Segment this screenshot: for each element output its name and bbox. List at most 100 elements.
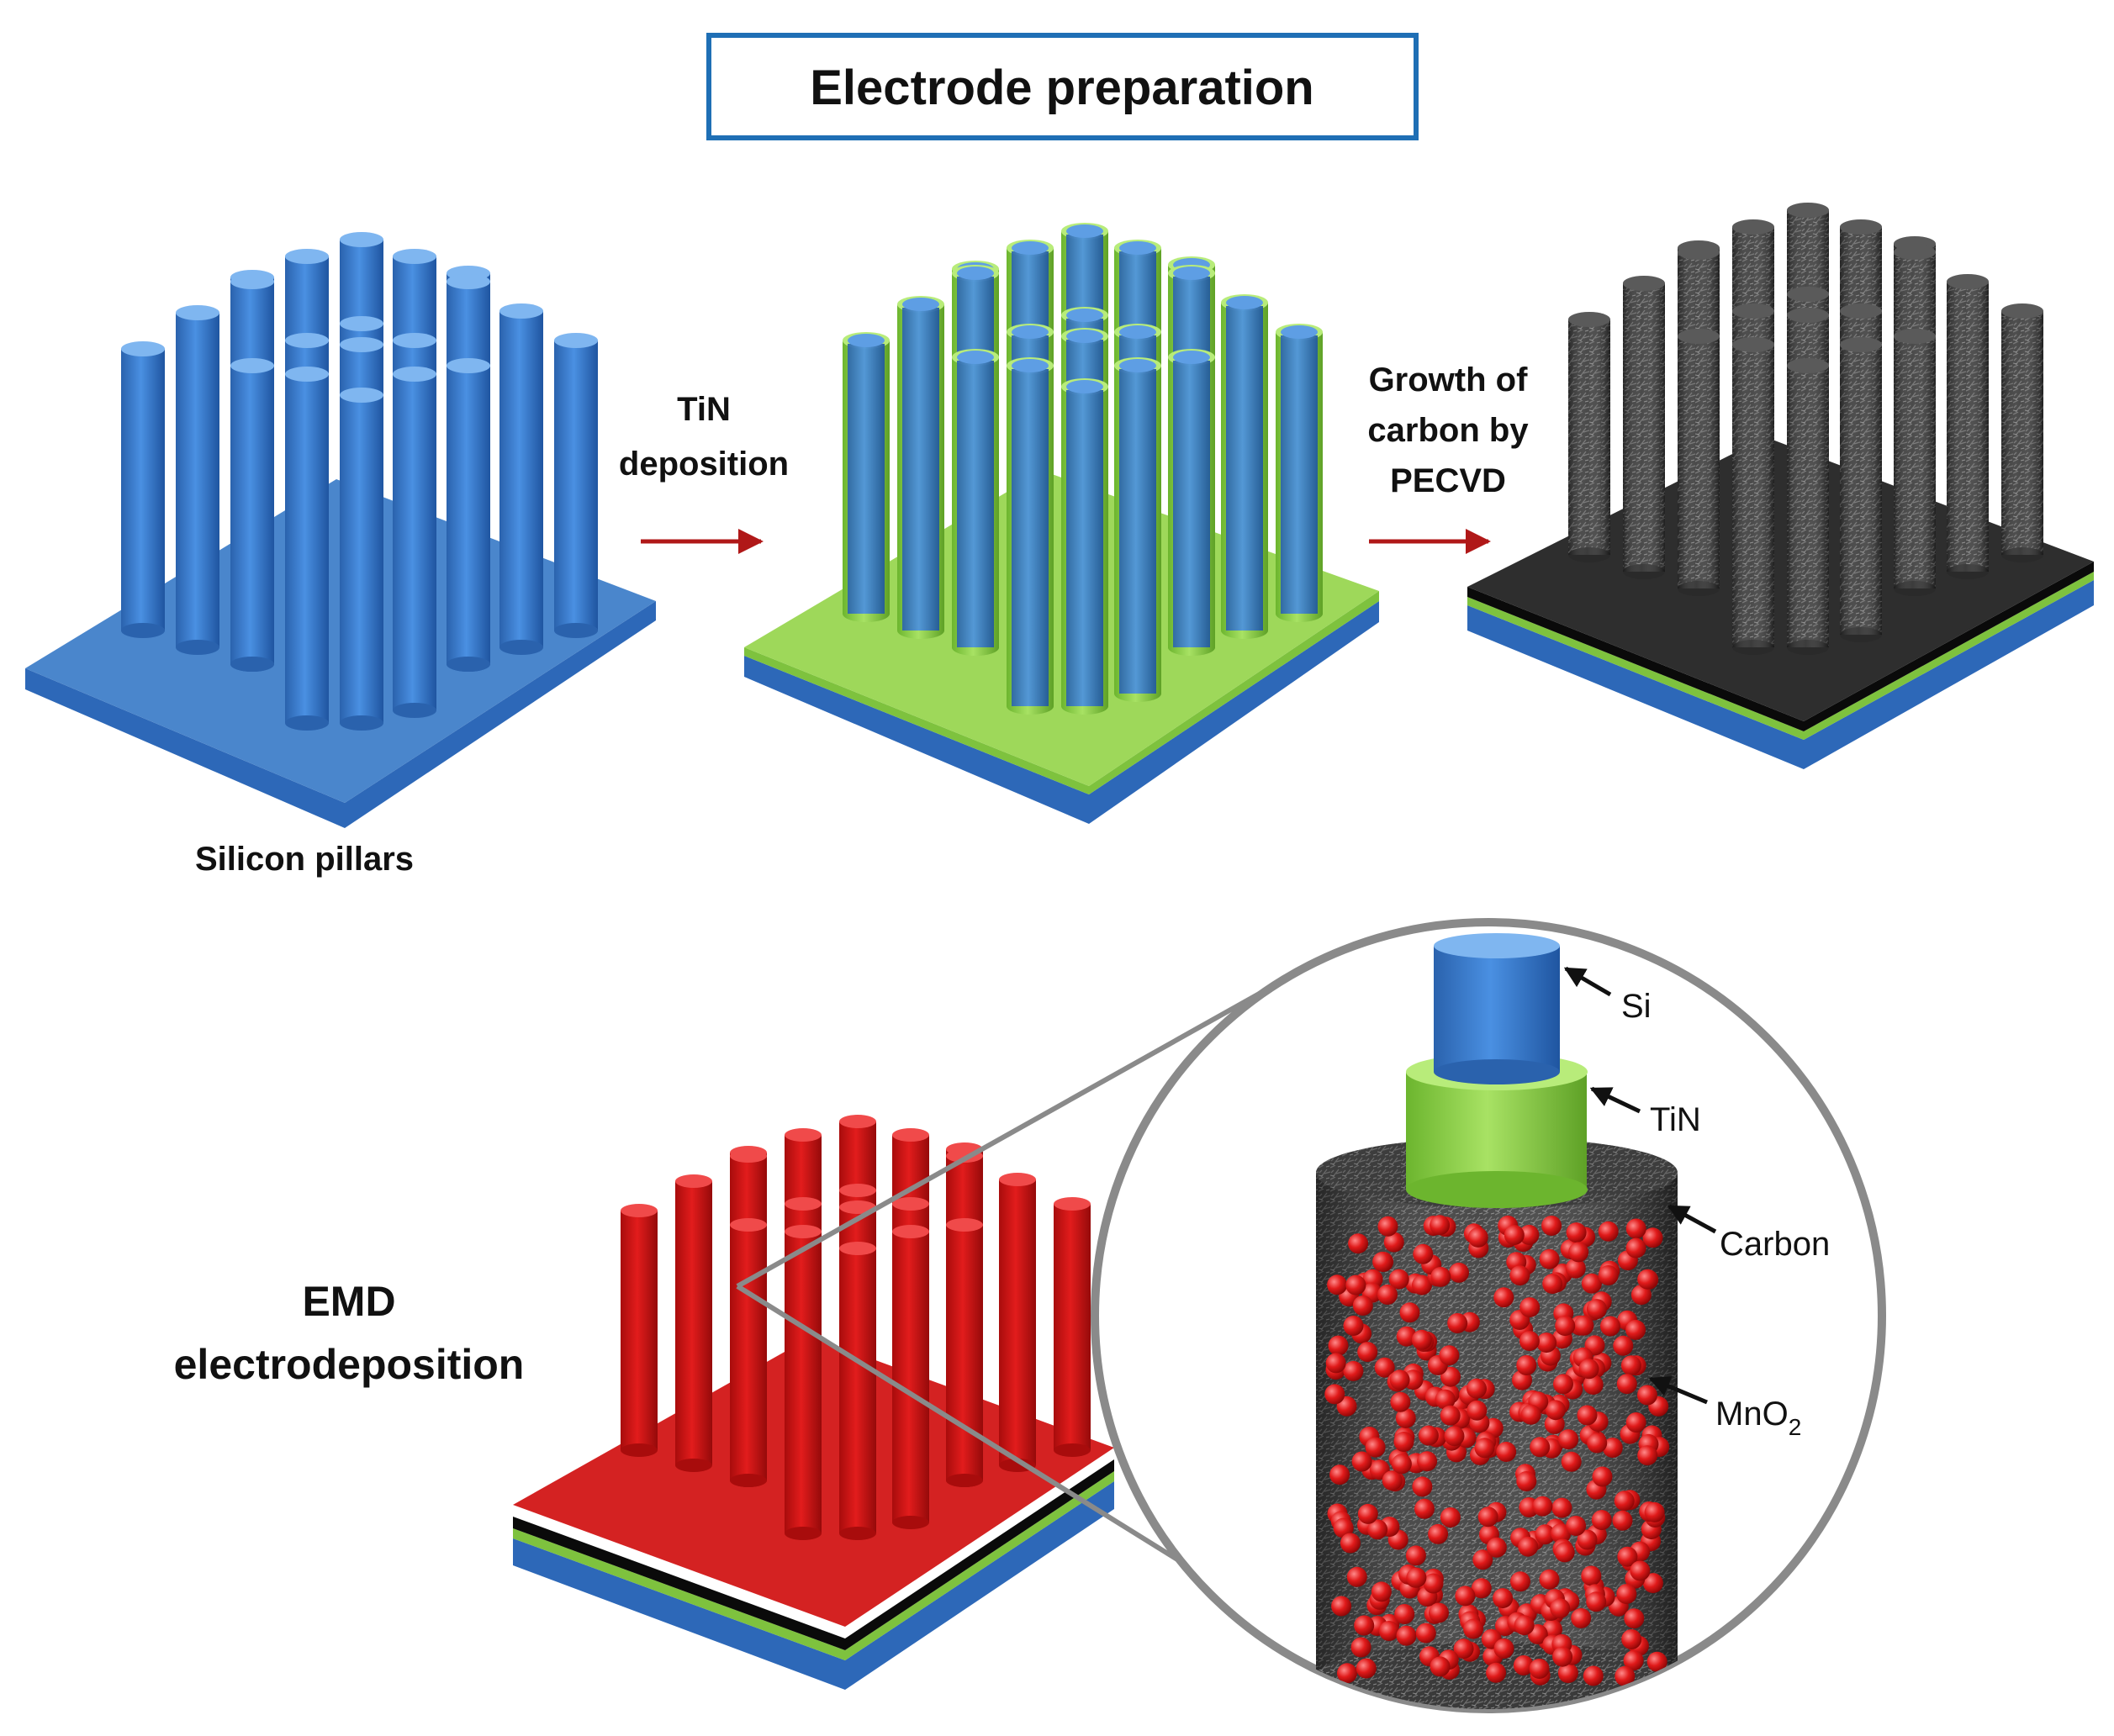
silicon-pillar xyxy=(447,358,490,672)
mno2-particle xyxy=(1365,1437,1386,1458)
mno2-particle xyxy=(1414,1498,1435,1519)
mno2-particle xyxy=(1510,1571,1530,1592)
mno2-particle xyxy=(1637,1269,1658,1290)
mno2-particle xyxy=(1551,1497,1572,1518)
step-carbon-label-line3: PECVD xyxy=(1390,462,1506,499)
mno2-particle xyxy=(1390,1391,1411,1412)
mno2-particle xyxy=(1504,1225,1525,1246)
mno2-particle xyxy=(1536,1332,1557,1353)
tin-label: TiN xyxy=(1650,1101,1701,1138)
mno2-particle xyxy=(1566,1222,1587,1243)
mno2-particle xyxy=(1545,1400,1566,1421)
mno2-particle xyxy=(1357,1342,1378,1363)
mno2-particle xyxy=(1552,1646,1573,1667)
mno2-particle xyxy=(1583,1665,1604,1686)
mno2-particle xyxy=(1513,1655,1534,1675)
mno2-particle xyxy=(1430,1215,1451,1236)
tin-substrate-side xyxy=(744,601,1379,824)
mno2-particle xyxy=(1486,1537,1507,1558)
detail-si-body xyxy=(1434,946,1560,1072)
mno2-particle xyxy=(1324,1384,1345,1405)
mno2-particle xyxy=(1561,1451,1582,1472)
mno2-particle xyxy=(1472,1549,1493,1570)
silicon-pillar xyxy=(393,367,436,718)
carbon-pillar xyxy=(2001,303,2043,562)
mno2-particle xyxy=(1550,1598,1571,1619)
mno2-particle xyxy=(1396,1326,1417,1347)
emd-pillar xyxy=(946,1218,983,1487)
mno2-particle xyxy=(1350,1637,1371,1658)
mno2-particle xyxy=(1356,1658,1377,1679)
mno2-particle xyxy=(1453,1638,1474,1659)
mno2-particle xyxy=(1449,1262,1469,1283)
mno2-particle xyxy=(1592,1466,1613,1487)
mno2-particle xyxy=(1474,1438,1495,1459)
mno2-particle xyxy=(1519,1297,1541,1318)
mno2-particle xyxy=(1646,1651,1667,1672)
mno2-particle xyxy=(1586,1591,1607,1612)
mno2-particle xyxy=(1394,1604,1415,1624)
mno2-particle xyxy=(1637,1445,1658,1466)
mno2-particle xyxy=(1496,1442,1517,1462)
mno2-particle xyxy=(1391,1454,1412,1475)
carbon-coated-pillar-array xyxy=(1467,203,2094,769)
mno2-particle xyxy=(1625,1319,1646,1340)
mno2-particle xyxy=(1412,1476,1433,1497)
mno2-particle xyxy=(1343,1316,1364,1336)
silicon-pillar xyxy=(176,305,219,655)
title-box xyxy=(706,33,1419,140)
mno2-particle xyxy=(1516,1355,1537,1375)
carbon-layer-edge xyxy=(1467,562,2094,731)
mno2-particle xyxy=(1415,1623,1436,1644)
mno2-particle xyxy=(1388,1269,1409,1290)
mno2-particle xyxy=(1367,1519,1388,1540)
detail-mno2-particles xyxy=(1324,1215,1670,1686)
mno2-particle xyxy=(1529,1659,1550,1679)
mno2-particle xyxy=(1447,1313,1468,1333)
step-tin-label-line1: TiN xyxy=(677,391,731,428)
mno2-particle xyxy=(1383,1232,1404,1253)
mno2-particle xyxy=(1345,1274,1366,1295)
carbon-pointer-arrow xyxy=(1667,1204,1717,1234)
mno2-particle xyxy=(1598,1265,1619,1285)
mno2-particle xyxy=(1565,1258,1586,1279)
mno2-particle xyxy=(1625,1218,1646,1239)
mno2-particle xyxy=(1378,1621,1399,1641)
mno2-particle xyxy=(1354,1615,1375,1636)
mno2-particle xyxy=(1348,1233,1369,1254)
mno2-label-main: MnO xyxy=(1715,1396,1789,1433)
silicon-pillars xyxy=(121,232,598,731)
carbon-substrate-top xyxy=(1467,437,2094,721)
step-emd-electrodeposition: EMD electrodeposition xyxy=(174,1278,525,1388)
mno2-particle xyxy=(1417,1451,1438,1472)
mno2-particle xyxy=(1471,1578,1492,1599)
emd-pillar xyxy=(839,1242,876,1540)
mno2-particle xyxy=(1396,1625,1417,1646)
mno2-particle xyxy=(1624,1608,1645,1629)
tin-pillar xyxy=(1114,357,1161,702)
carbon-pillar xyxy=(1568,312,1610,562)
emd-pillar xyxy=(621,1204,658,1457)
carbon-pillar xyxy=(1840,337,1882,642)
mno2-particle xyxy=(1532,1496,1553,1517)
tin-pillar xyxy=(952,349,999,656)
mno2-particle xyxy=(1382,1470,1403,1491)
mno2-particle xyxy=(1331,1596,1352,1617)
silicon-pillar xyxy=(230,358,274,672)
carbon-label: Carbon xyxy=(1720,1226,1830,1263)
tin-pillar xyxy=(1221,294,1268,639)
mno2-particle xyxy=(1411,1329,1432,1350)
tin-pillar xyxy=(1007,357,1054,715)
mno2-particle xyxy=(1577,1405,1598,1426)
emd-pillar xyxy=(785,1225,822,1540)
mno2-particle xyxy=(1535,1524,1556,1545)
tin-coated-pillar-array xyxy=(744,223,1379,824)
mno2-particle xyxy=(1555,1316,1576,1337)
tin-pillar xyxy=(1276,324,1323,622)
carbon-pillar xyxy=(1787,358,1829,655)
mno2-particle xyxy=(1519,1224,1540,1245)
mno2-particle xyxy=(1557,1663,1578,1684)
mno2-particle xyxy=(1435,1389,1456,1410)
mno2-particle xyxy=(1612,1510,1633,1531)
mno2-particle xyxy=(1571,1607,1592,1628)
